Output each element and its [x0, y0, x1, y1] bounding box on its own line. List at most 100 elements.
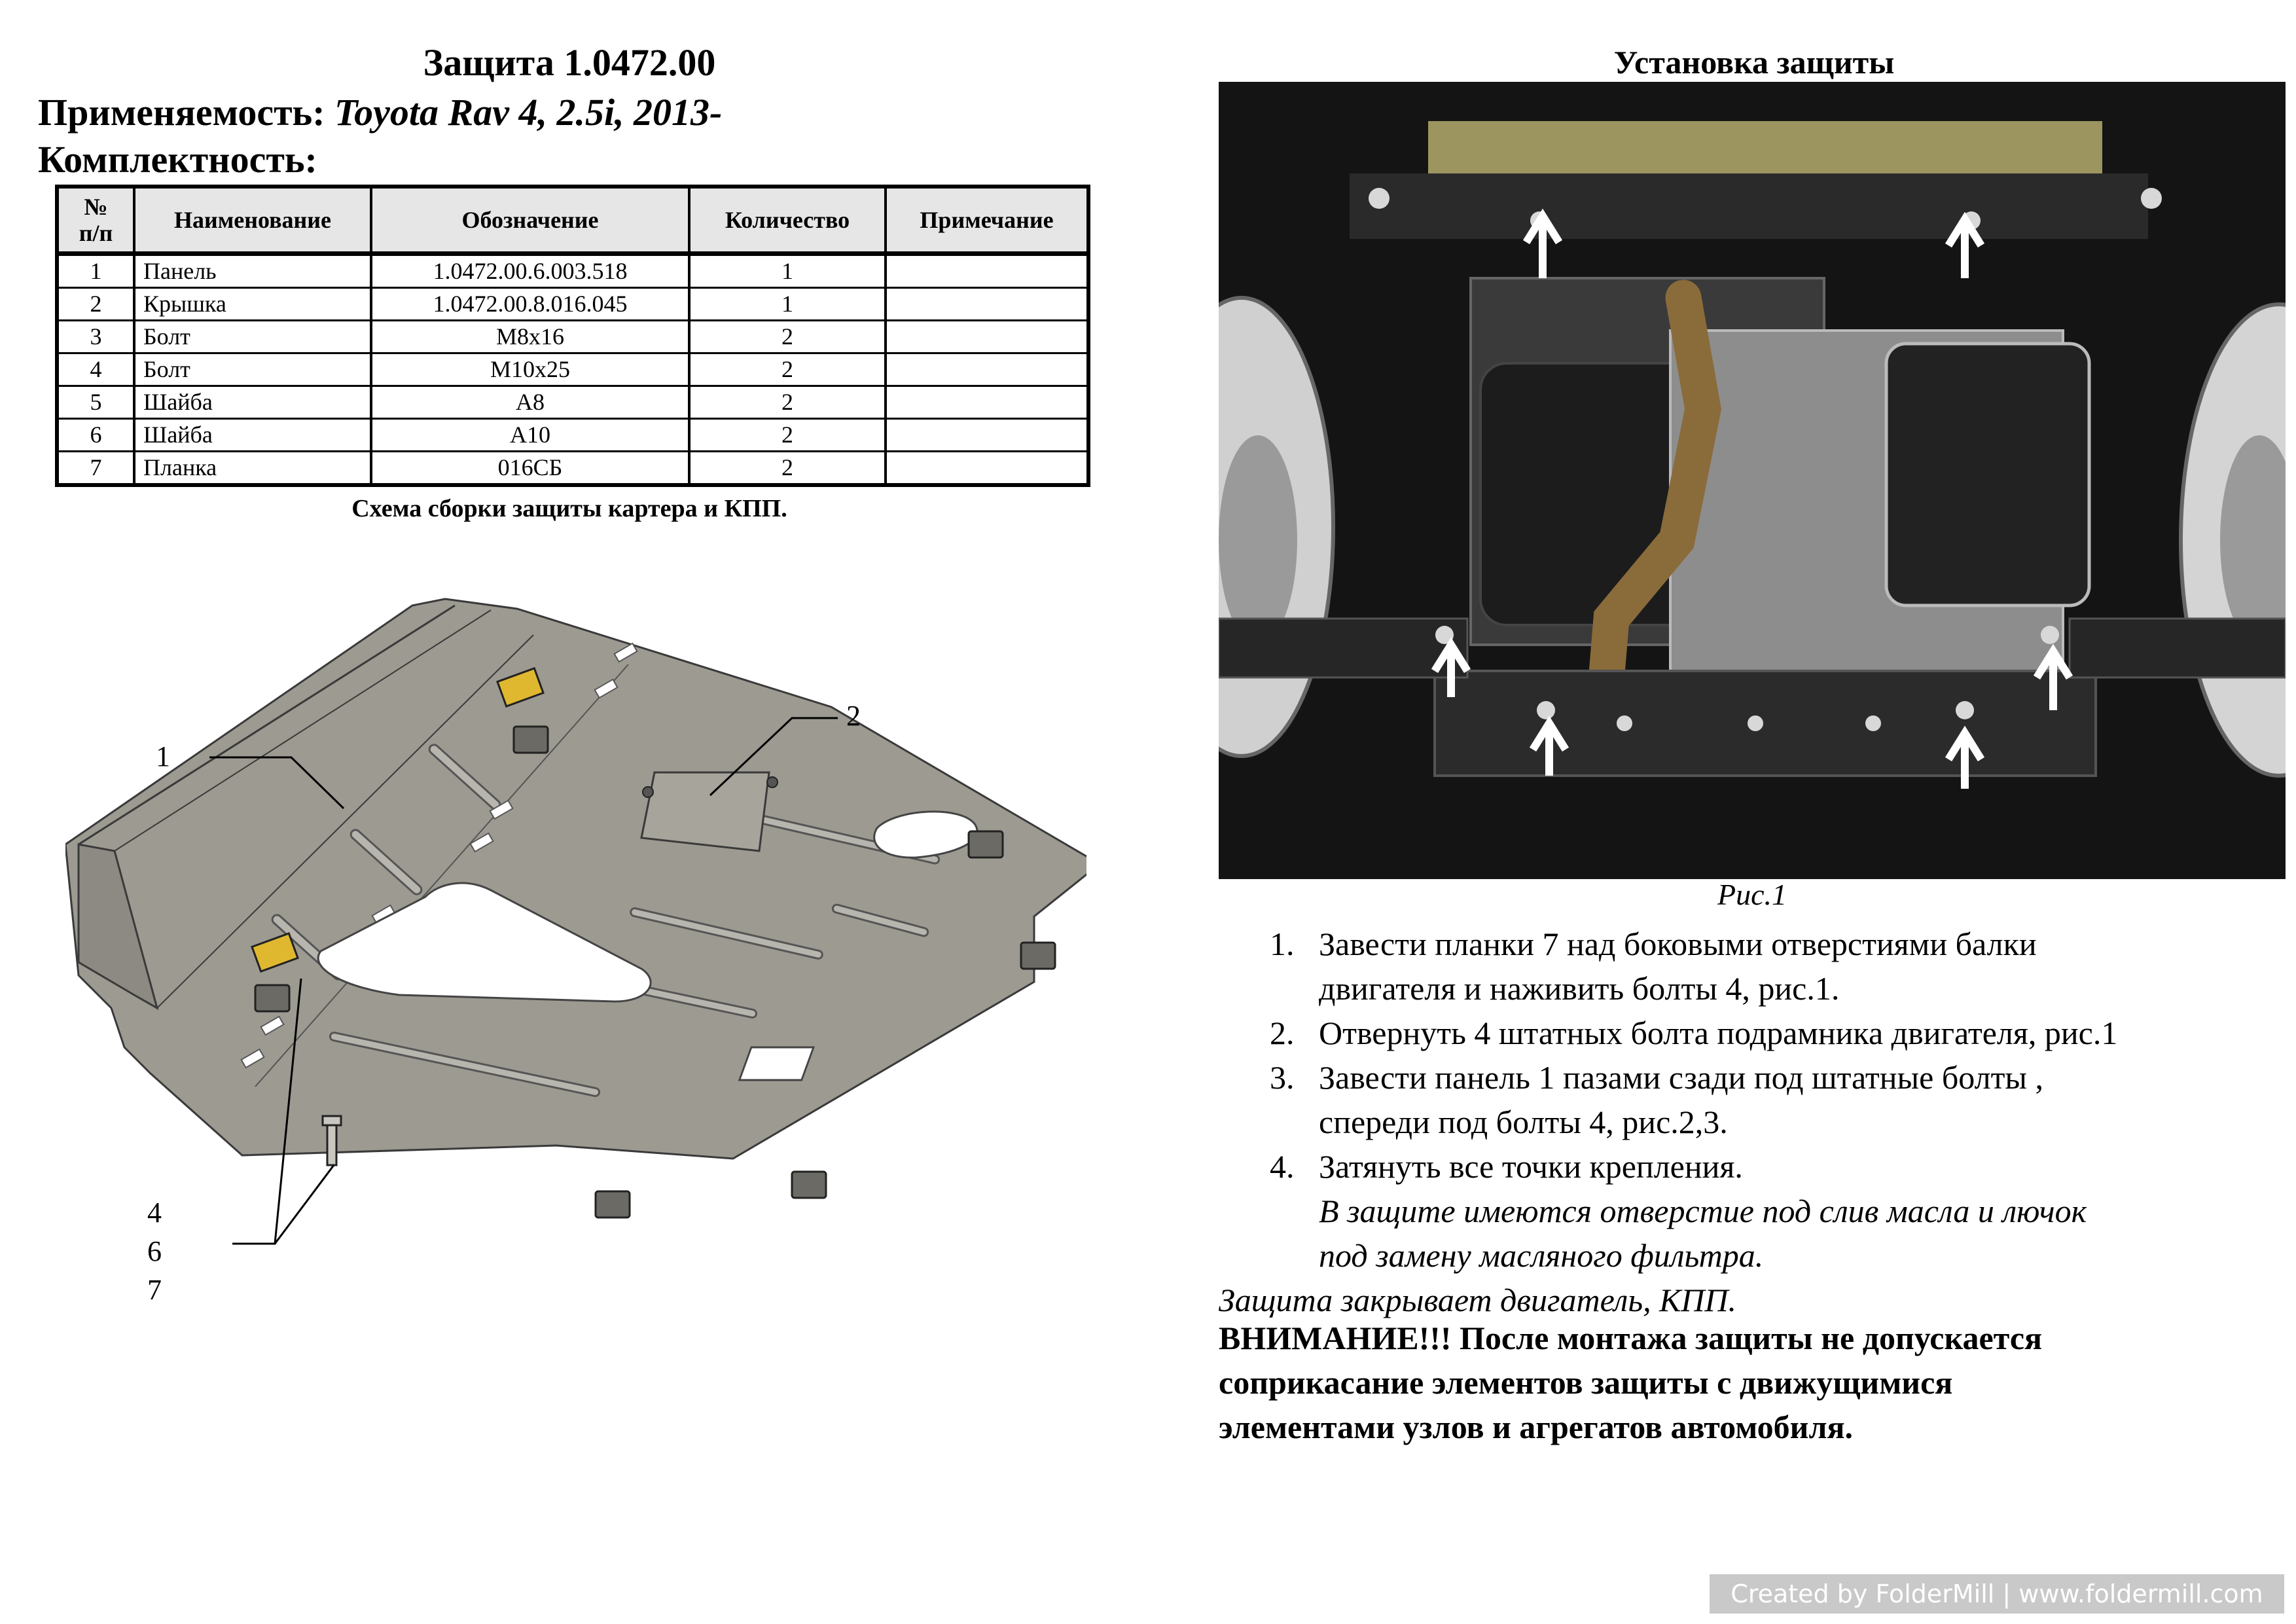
subframe: [1433, 670, 2097, 777]
step-text: спереди под болты 4, рис.2,3.: [1319, 1104, 1728, 1140]
cell-note: [884, 418, 1090, 452]
callout-4: 4: [147, 1197, 162, 1229]
step-number: 1.: [1270, 926, 1295, 962]
assembly-caption: Схема сборки защиты картера и КПП.: [351, 495, 787, 522]
callout-6: 6: [147, 1235, 162, 1267]
cell-name: Шайба: [133, 418, 372, 452]
cell-code: A10: [370, 418, 691, 452]
step-text: двигателя и наживить болты 4, рис.1.: [1319, 970, 1840, 1007]
warning-block: ВНИМАНИЕ!!! После монтажа защиты не допу…: [1219, 1316, 2042, 1449]
cell-code: M8x16: [370, 319, 691, 353]
cell-code: 016СБ: [370, 450, 691, 485]
cell-number: 2: [56, 287, 135, 321]
covers-note-text: Защита закрывает двигатель, КПП.: [1219, 1282, 1737, 1318]
applicability-line: Применяемость: Toyota Rav 4, 2.5i, 2013-: [38, 90, 722, 134]
cell-note: [884, 253, 1090, 288]
cell-name: Болт: [133, 352, 372, 386]
cell-quantity: 2: [688, 418, 887, 452]
cell-number: 7: [56, 450, 135, 485]
column-header-name: Наименование: [133, 185, 372, 256]
warning-line: ВНИМАНИЕ!!! После монтажа защиты не допу…: [1219, 1320, 2043, 1356]
cell-name: Болт: [133, 319, 372, 353]
access-window: [738, 1046, 815, 1081]
cell-note: [884, 287, 1090, 321]
cell-quantity: 2: [688, 385, 887, 419]
cell-note: [884, 385, 1090, 419]
mounting-brackets: [254, 725, 1056, 1219]
cell-number: 6: [56, 418, 135, 452]
exhaust-pipe: [1587, 280, 1721, 715]
covers-note: Защита закрывает двигатель, КПП.: [1219, 1278, 1736, 1322]
cover-hatch: [640, 771, 770, 852]
cell-name: Крышка: [133, 287, 372, 321]
front-crossmember: [1428, 121, 2102, 177]
cell-number: 1: [56, 253, 135, 288]
callout-2: 2: [846, 700, 861, 732]
callout-1: 1: [156, 740, 170, 772]
cell-note: [884, 352, 1090, 386]
subframe-left-arm: [1219, 617, 1469, 679]
document-title: Защита 1.0472.00: [423, 41, 716, 84]
step-number: 2.: [1270, 1015, 1295, 1051]
cell-note: [884, 450, 1090, 485]
warning-line: элементами узлов и агрегатов автомобиля.: [1219, 1409, 1854, 1445]
kit-label: Комплектность:: [38, 138, 317, 181]
cell-name: Панель: [133, 253, 372, 288]
applicability-value: Toyota Rav 4, 2.5i, 2013-: [334, 91, 723, 134]
cell-quantity: 2: [688, 319, 887, 353]
transmission-pan: [1884, 342, 2091, 607]
skid-plate-panel: [65, 598, 1086, 1160]
bolt-m10-icon: [321, 1115, 342, 1166]
warning-line: соприкасание элементов защиты с движущим…: [1219, 1364, 1953, 1401]
column-header-code: Обозначение: [370, 185, 691, 256]
cell-quantity: 2: [688, 352, 887, 386]
oil-drain-cutout: [317, 882, 652, 1003]
cell-code: A8: [370, 385, 691, 419]
underbody-photo: [1219, 82, 2286, 879]
column-header-note: Примечание: [884, 185, 1090, 256]
cell-name: Планка: [133, 450, 372, 485]
figure-caption: Рис.1: [1717, 878, 1787, 911]
note-text: В защите имеются отверстие под слив масл…: [1319, 1193, 2087, 1229]
cell-code: M10x25: [370, 352, 691, 386]
table-header-row: № п/п Наименование Обозначение Количеств…: [56, 185, 1090, 256]
bolt-heads: [1369, 188, 2162, 731]
watermark-footer: Created by FolderMill | www.foldermill.c…: [1710, 1574, 2284, 1614]
cell-number: 4: [56, 352, 135, 386]
step-text: Завести панель 1 пазами сзади под штатны…: [1319, 1059, 2044, 1096]
subframe-right-arm: [2068, 617, 2286, 679]
mounting-strips: [251, 667, 545, 973]
step-number: 3.: [1270, 1059, 1295, 1096]
installation-title: Установка защиты: [1613, 44, 1895, 81]
cell-number: 3: [56, 319, 135, 353]
assembly-drawing: 1 2 4 6 7: [65, 598, 1086, 1306]
applicability-label: Применяемость:: [38, 91, 325, 134]
cell-code: 1.0472.00.8.016.045: [370, 287, 691, 321]
cell-code: 1.0472.00.6.003.518: [370, 253, 691, 288]
step-text: Затянуть все точки крепления.: [1319, 1148, 1743, 1185]
bolt-m8-icon: [766, 776, 778, 788]
cell-name: Шайба: [133, 385, 372, 419]
radiator-support: [1350, 173, 2148, 239]
note-text: под замену масляного фильтра.: [1319, 1237, 1764, 1274]
parts-table: № п/п Наименование Обозначение Количеств…: [55, 185, 1090, 487]
cell-quantity: 2: [688, 450, 887, 485]
column-header-number: № п/п: [56, 185, 135, 256]
cell-number: 5: [56, 385, 135, 419]
step-text: Завести планки 7 над боковыми отверстиям…: [1319, 926, 2037, 962]
step-number: 4.: [1270, 1148, 1295, 1185]
step-text: Отвернуть 4 штатных болта подрамника дви…: [1319, 1015, 2118, 1051]
cell-quantity: 1: [688, 287, 887, 321]
column-header-quantity: Количество: [688, 185, 887, 256]
callout-7: 7: [147, 1274, 162, 1306]
bolt-m8-icon: [642, 786, 654, 798]
cell-quantity: 1: [688, 253, 887, 288]
arrow-icon: [1431, 208, 2073, 789]
callout-lines: [209, 717, 838, 1245]
